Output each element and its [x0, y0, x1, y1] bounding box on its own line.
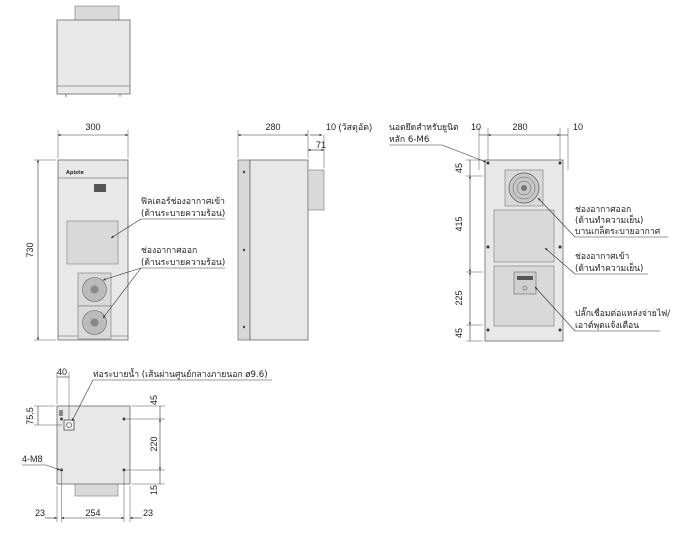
- front-outlet-label: ช่องอากาศออก: [141, 246, 197, 256]
- front-outlet-label-sub: (ด้านระบายความร้อน): [141, 257, 225, 268]
- rear-outlet-label-sub: (ด้านทำความเย็น): [575, 214, 643, 226]
- mount-nut-label: นอตยึดสำหรับยูนิต: [389, 123, 459, 133]
- dim-rear-width: 280: [512, 122, 527, 132]
- side-protrusion: [307, 169, 325, 211]
- dim-rear-lower: 225: [454, 290, 464, 305]
- rear-inlet-label-sub: (ด้านทำความเย็น): [575, 262, 643, 274]
- rear-inlet-label: ช่องอากาศเข้า: [575, 251, 629, 262]
- filter-panel: [66, 220, 119, 265]
- dim-bottom-bottom-margin: 15: [149, 485, 159, 495]
- dim-drain-height: 75.5: [25, 407, 35, 425]
- rear-outlet-label: ช่องอากาศออก: [575, 205, 631, 215]
- dim-bottom-right-margin: 23: [143, 508, 153, 518]
- control-panel: [94, 184, 106, 192]
- brand-logo: Apiste: [66, 170, 85, 176]
- mount-nut-label-sub: หลัก 6-M6: [389, 135, 429, 145]
- dim-front-width: 300: [85, 122, 100, 132]
- dim-bottom-left-margin: 23: [35, 508, 45, 518]
- drain-icon: [66, 422, 72, 428]
- dim-side-screw: 10 (วัสดุอัด): [326, 122, 372, 133]
- side-view-body: [249, 159, 309, 341]
- power-socket: [513, 271, 537, 295]
- rear-inlet-panel: [493, 209, 555, 263]
- top-view-body: [56, 19, 131, 95]
- dim-rear-bottom: 45: [454, 328, 464, 338]
- front-view: Apiste 300 730 ฟิลเตอร์ช่องอากาศเข้า (ด้…: [25, 122, 225, 341]
- socket-label: ปลั๊กเชื่อมต่อแหล่งจ่ายไฟ/: [575, 306, 670, 319]
- bottom-view-body: [56, 405, 131, 485]
- drain-port: [63, 419, 75, 431]
- rear-view: 10 280 10 45 415 225 45 นอตยึดสำหรับยูนิ…: [389, 122, 670, 342]
- bottom-view: 40 ท่อระบายน้ำ (เส้นผ่านศูนย์กลางภายนอก …: [22, 367, 272, 522]
- filter-label-sub: (ด้านระบายความร้อน): [141, 208, 225, 219]
- dim-bottom-top-margin: 45: [149, 395, 159, 405]
- dim-hole-spacing: 220: [149, 436, 159, 451]
- dim-rear-right-margin: 10: [573, 122, 583, 132]
- filter-label: ฟิลเตอร์ช่องอากาศเข้า: [141, 196, 225, 207]
- dim-rear-left-margin: 10: [471, 122, 481, 132]
- dim-drain-offset: 40: [57, 367, 67, 377]
- bolt-label: 4-M8: [22, 454, 43, 464]
- socket-label-sub: เอาต์พุตแจ้งเตือน: [575, 320, 639, 331]
- rear-louver-label: บานเกล็ดระบายอากาศ: [575, 225, 661, 237]
- dim-front-height: 730: [25, 242, 35, 257]
- dim-hole-width: 254: [85, 508, 100, 518]
- top-view: [56, 5, 131, 97]
- dim-side-protrusion: 71: [316, 140, 326, 150]
- drain-label: ท่อระบายน้ำ (เส้นผ่านศูนย์กลางภายนอก ø9.…: [93, 367, 268, 380]
- dim-rear-mid: 415: [454, 216, 464, 231]
- side-view: 280 10 (วัสดุอัด) 71: [237, 122, 372, 341]
- dim-side-depth: 280: [265, 122, 280, 132]
- dim-rear-top: 45: [454, 163, 464, 173]
